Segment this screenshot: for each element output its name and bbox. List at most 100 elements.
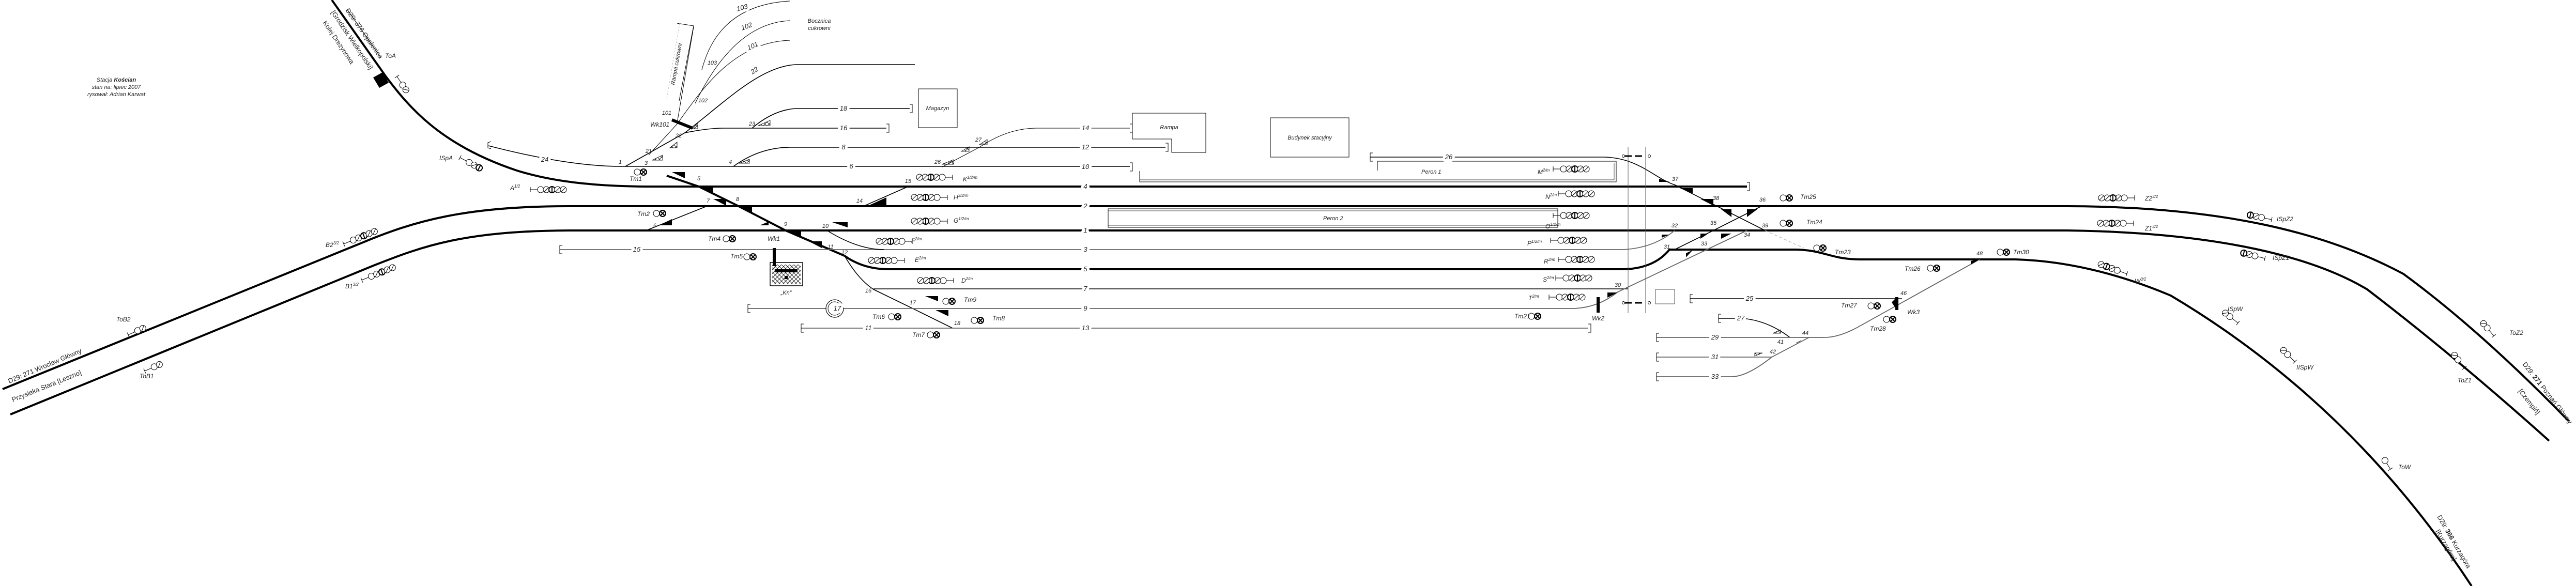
switch-number: 39 bbox=[1762, 223, 1768, 229]
track-24-6-10 bbox=[488, 145, 1130, 167]
shunting-signal-label: Tm9 bbox=[964, 296, 976, 303]
track-number: 31 bbox=[1711, 353, 1719, 361]
shunting-signals: Tm1Tm2Tm4Tm5Tm6Tm7Tm8Tm9Tm21Tm23Tm24Tm25… bbox=[630, 168, 2029, 338]
track-101 bbox=[648, 40, 790, 156]
rampa-cukrowni-outline bbox=[677, 23, 694, 101]
signal-icon bbox=[2222, 310, 2240, 326]
signal-label: S2/m bbox=[1543, 275, 1554, 283]
signal-icon bbox=[394, 74, 409, 94]
signal-label: ToB2 bbox=[116, 316, 131, 323]
buffer-stop bbox=[1130, 162, 1133, 172]
switch-number: 18 bbox=[954, 320, 961, 327]
signal-label: ToB1 bbox=[140, 373, 154, 380]
signal-label: ToA bbox=[385, 52, 396, 59]
signal-icon bbox=[2097, 220, 2134, 227]
shunting-signal-icon bbox=[1867, 302, 1881, 310]
signal-label: ISpA bbox=[439, 155, 453, 162]
signal-label: B23/2 bbox=[326, 241, 339, 249]
track-number: 8 bbox=[841, 143, 846, 151]
signal-icon bbox=[2381, 457, 2393, 471]
switch-number: 33 bbox=[1701, 241, 1708, 247]
track-15-3 bbox=[560, 230, 1675, 250]
shunting-signal-icon bbox=[1927, 265, 1940, 272]
signal-icon bbox=[2240, 249, 2266, 261]
shunting-signal-label: Tm1 bbox=[630, 175, 642, 182]
track-number: 5 bbox=[1083, 265, 1087, 273]
switch-number: 32 bbox=[1672, 223, 1678, 229]
track-line-wroclaw bbox=[2, 205, 2570, 422]
signal-label: Z13/2 bbox=[2144, 224, 2158, 232]
track-number: 17 bbox=[834, 304, 841, 312]
signal-icon bbox=[143, 361, 163, 374]
signal-icon bbox=[2451, 352, 2467, 370]
track-number: 25 bbox=[1745, 295, 1754, 302]
switch-number: 34 bbox=[1744, 232, 1750, 238]
shunting-signal-label: Tm25 bbox=[1800, 193, 1816, 201]
building-station bbox=[1270, 117, 1350, 158]
track-number: 11 bbox=[865, 324, 872, 332]
status-date: stan na: lipiec 2007 bbox=[92, 84, 142, 90]
shunting-signal-label: Tm21 bbox=[1514, 313, 1530, 320]
switch-number: 12 bbox=[841, 250, 848, 256]
signal-label: IISpW bbox=[2296, 364, 2314, 371]
switch-number: 14 bbox=[856, 198, 863, 204]
buffer-stops bbox=[1656, 333, 1659, 381]
shunting-signal-icon bbox=[743, 253, 757, 260]
derailer-label: Wk3 bbox=[1907, 309, 1920, 316]
station-tracks bbox=[487, 1, 1980, 381]
shunting-signal-icon bbox=[1997, 249, 2010, 256]
crossing-barriers bbox=[1624, 155, 1642, 304]
shunting-signal-label: Tm4 bbox=[708, 235, 720, 242]
track-line-opalenica bbox=[331, 0, 1747, 188]
signal-label: T2/m bbox=[1528, 294, 1539, 302]
shunting-signal-label: Tm7 bbox=[912, 331, 925, 338]
signal-icon bbox=[458, 155, 483, 172]
switch-number: 7 bbox=[707, 198, 710, 204]
track-number: 13 bbox=[1082, 324, 1090, 332]
signal-label: O1/2/m bbox=[1545, 222, 1561, 230]
signal-label: M2/m bbox=[1538, 168, 1550, 176]
line-destinations: D29: 271 Wrocław Główny Przysieka Stara … bbox=[7, 7, 2574, 570]
crossover-6-7 bbox=[646, 205, 709, 231]
line-czempin-label: [Czempiń] bbox=[2517, 388, 2542, 416]
planned-track bbox=[1765, 230, 1804, 249]
switch-number: 9 bbox=[784, 221, 787, 227]
track-number: 3 bbox=[1083, 245, 1087, 253]
shunting-signal-label: Tm30 bbox=[2013, 249, 2029, 256]
signal-label: F2/m bbox=[911, 237, 922, 244]
signal-icon bbox=[342, 228, 378, 246]
signal-label: N2/m bbox=[1545, 193, 1557, 201]
signal-icon bbox=[1555, 274, 1592, 282]
crossover-diagonal bbox=[666, 175, 845, 257]
signal-label: Z23/2 bbox=[2144, 194, 2158, 202]
platform-1 bbox=[1139, 161, 1617, 182]
track-18 bbox=[752, 108, 910, 129]
station-title: Stacja Kościan bbox=[97, 77, 136, 83]
signal-icon bbox=[1553, 165, 1590, 173]
signal-label: P1/2/m bbox=[1527, 239, 1542, 247]
track-number: 26 bbox=[1445, 153, 1453, 161]
switch-number: 17 bbox=[910, 300, 916, 306]
shunting-signal-icon bbox=[723, 235, 736, 242]
shunting-signal-label: Tm6 bbox=[872, 313, 885, 320]
signal-icon bbox=[1548, 294, 1586, 301]
switch-number: 42 bbox=[1770, 349, 1776, 355]
shunting-signal-label: Tm28 bbox=[1870, 325, 1886, 332]
buffer-stop bbox=[910, 104, 913, 113]
signal-label: H3/2/m bbox=[954, 193, 969, 201]
track-number: 12 bbox=[1082, 143, 1090, 151]
switch-number: 37 bbox=[1672, 176, 1679, 182]
shunting-signal-icon bbox=[653, 210, 666, 217]
signal-icon bbox=[917, 277, 954, 284]
crossover-33-36 bbox=[1674, 205, 1763, 250]
shunting-signal-label: Tm24 bbox=[1806, 219, 1822, 226]
signal-label: K1/2/m bbox=[963, 175, 977, 183]
platform-2-label: Peron 2 bbox=[1323, 215, 1343, 222]
signal-label: ToZ2 bbox=[2509, 329, 2523, 336]
shunting-signal-icon bbox=[1528, 313, 1541, 320]
track-number: 27 bbox=[1737, 314, 1745, 322]
buffer-stop bbox=[1130, 124, 1133, 133]
track-number: 33 bbox=[1711, 373, 1719, 380]
signal-icon bbox=[530, 186, 567, 193]
